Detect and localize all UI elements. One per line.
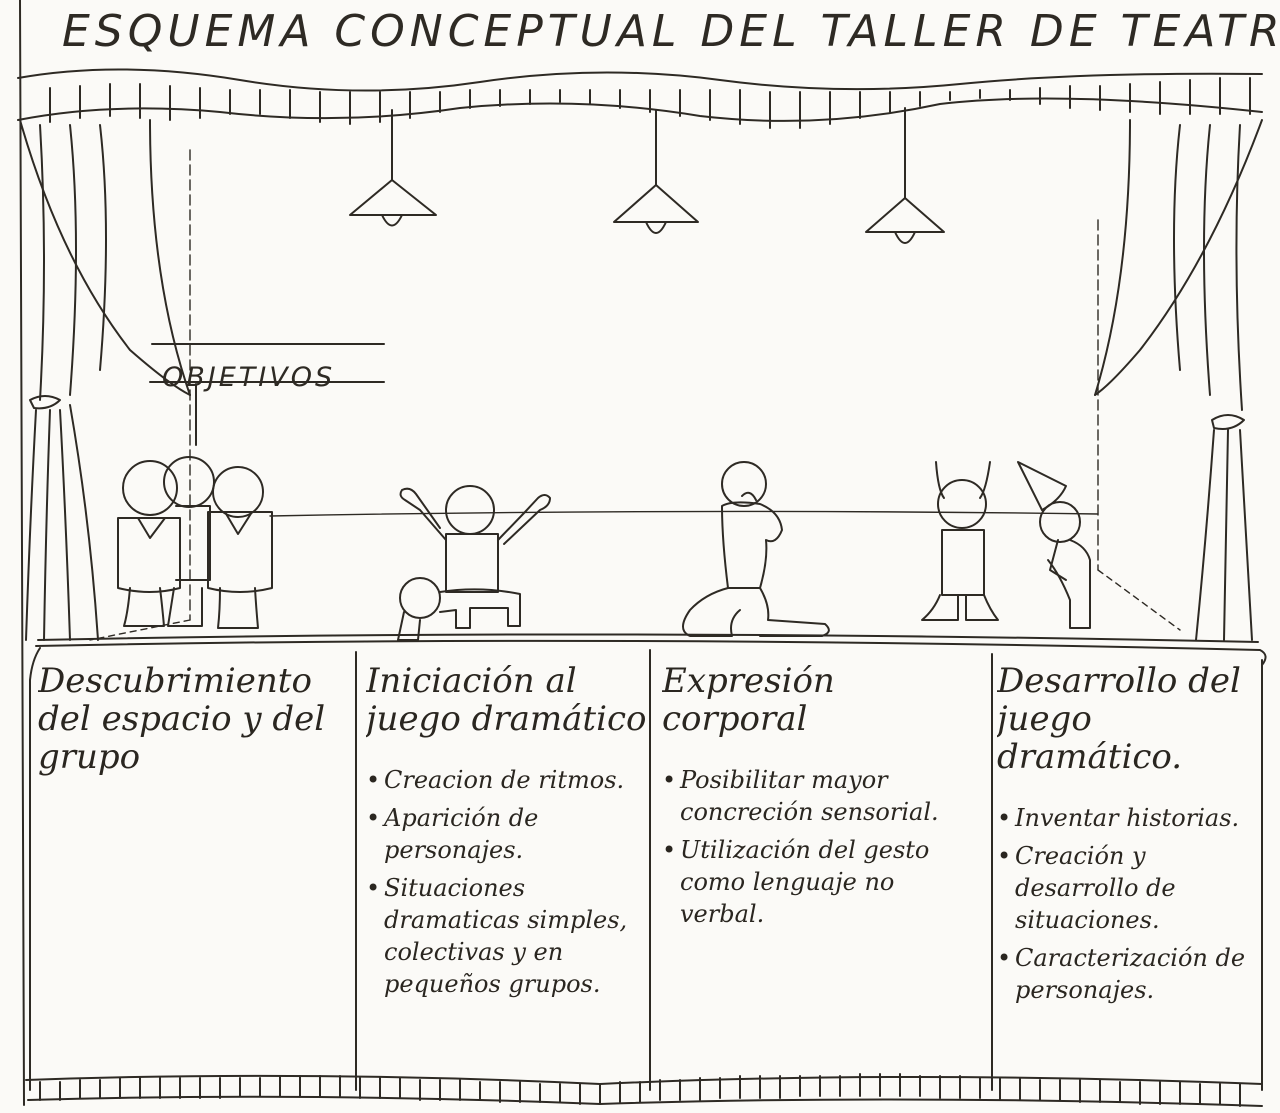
objective-list: Posibilitar mayor concreción sensorial. … (662, 764, 982, 930)
lamp-1 (350, 110, 436, 226)
objetivos-sign (150, 344, 384, 445)
figure-group-three (118, 457, 272, 628)
column-desarrollo: Desarrollo del juego dramático. Inventar… (997, 662, 1259, 1102)
column-heading: Descubrimiento del espacio y del grupo (38, 662, 326, 777)
list-item: Situaciones dramaticas simples, colectiv… (366, 872, 648, 1000)
figure-cat (922, 462, 998, 620)
list-item: Creacion de ritmos. (366, 764, 648, 796)
column-heading: Desarrollo del juego dramático. (997, 662, 1241, 777)
right-curtain (1095, 120, 1262, 640)
list-item: Utilización del gesto como lenguaje no v… (662, 834, 982, 930)
column-heading: Expresión corporal (662, 662, 835, 739)
objective-list: Inventar historias. Creación y desarroll… (997, 802, 1259, 1006)
bottom-fringe (26, 1074, 1262, 1106)
column-descubrimiento: Descubrimiento del espacio y del grupo (38, 662, 348, 1102)
figure-kneeling (683, 462, 829, 636)
list-item: Caracterización de personajes. (997, 942, 1259, 1006)
lamp-2 (614, 110, 698, 233)
figure-crawling (398, 578, 520, 640)
column-heading: Iniciación al juego dramático (366, 662, 647, 739)
list-item: Posibilitar mayor concreción sensorial. (662, 764, 982, 828)
valance (18, 69, 1262, 90)
list-item: Inventar historias. (997, 802, 1259, 834)
figure-pointy-hat (1018, 462, 1090, 628)
list-item: Aparición de personajes. (366, 802, 648, 866)
column-expresion: Expresión corporal Posibilitar mayor con… (662, 662, 982, 1102)
lamp-3 (866, 108, 944, 243)
stage-floor-frame (30, 634, 1266, 1090)
list-item: Creación y desarrollo de situaciones. (997, 840, 1259, 936)
left-frame-line (20, 0, 24, 1105)
column-iniciacion: Iniciación al juego dramático Creacion d… (366, 662, 648, 1102)
figure-arms-up (401, 486, 550, 592)
page-title: ESQUEMA CONCEPTUAL DEL TALLER DE TEATRO (62, 6, 1280, 57)
backdrop-lines (90, 150, 1180, 640)
objetivos-sign-label: OBJETIVOS (162, 362, 336, 393)
left-curtain (20, 120, 190, 640)
valance-fringe (50, 78, 1250, 128)
objective-list: Creacion de ritmos. Aparición de persona… (366, 764, 648, 1000)
